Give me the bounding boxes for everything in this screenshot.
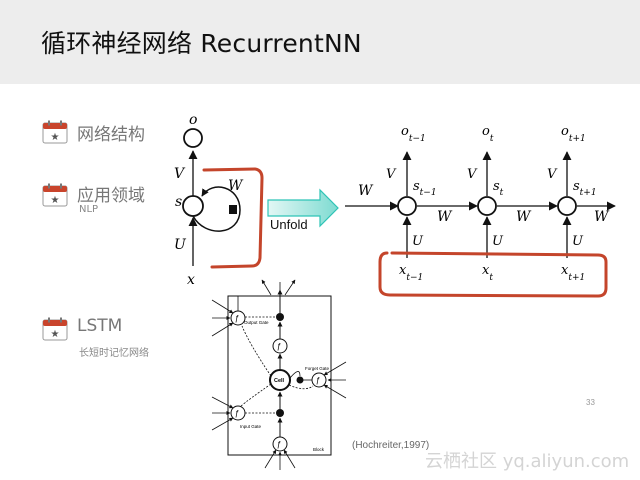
svg-text:V: V [467,167,478,182]
state-node [182,195,204,217]
bullet-sub-lstm: 长短时记忆网络 [79,348,149,359]
svg-text:ot+1: ot+1 [561,124,586,144]
time-step-t: ot V st U xt [467,124,504,283]
svg-text:U: U [412,234,424,249]
label-w-right: W [594,209,610,225]
svg-text:xt: xt [482,263,493,283]
label-V: V [174,166,186,182]
label-s: s [175,194,182,210]
delay-square [229,205,237,214]
svg-text:ƒ: ƒ [277,342,282,351]
svg-text:V: V [547,167,558,182]
bullet-label-lstm: LSTM [77,316,123,336]
lstm-block-label: Block [313,447,325,452]
recurrent-loop [192,186,241,232]
label-x: x [187,272,195,288]
svg-text:Cell: Cell [274,378,285,384]
svg-text:ot: ot [482,124,494,144]
output-node [183,128,203,148]
unfold-arrow [267,188,339,228]
svg-text:st: st [493,179,504,198]
calendar-star-icon: ★ [42,317,68,341]
highlight-loop-box [202,167,264,269]
page-number: 33 [586,398,595,407]
label-w-left: W [358,183,374,199]
svg-text:ƒ: ƒ [277,440,282,449]
citation: (Hochreiter,1997) [352,440,430,451]
label-W: W [228,178,244,194]
svg-text:xt+1: xt+1 [561,263,585,283]
label-w-mid2: W [516,209,532,225]
svg-text:U: U [492,234,504,249]
unfold-label: Unfold [270,217,308,232]
lstm-input-gate-label: Input Gate [240,424,262,429]
label-U: U [174,237,187,253]
bullet-sub-nlp: NLP [79,204,99,215]
highlight-input-box [378,251,608,298]
svg-text:ƒ: ƒ [316,376,321,385]
bullet-label-applications: 应用领域 [77,186,145,206]
time-step-t-plus-1: ot+1 V st+1 U xt+1 [547,124,597,283]
watermark: 云栖社区 yq.aliyun.com [425,451,630,472]
svg-text:U: U [572,234,584,249]
lstm-output-gate-label: Output Gate [244,320,269,325]
svg-text:★: ★ [51,329,60,340]
rnn-folded: o V s W U x [174,112,264,288]
header-bar [0,0,640,84]
label-w-mid1: W [437,209,453,225]
lstm-forget-gate-label: Forget Gate [305,366,330,371]
bullet-label-structure: 网络结构 [77,125,145,145]
svg-text:ƒ: ƒ [235,409,240,418]
lstm-diagram: ƒ Output Gate ƒ Cell ƒ Forget Gate [211,279,347,470]
label-o: o [189,112,197,128]
svg-text:st−1: st−1 [413,179,437,198]
svg-text:★: ★ [51,132,60,143]
calendar-star-icon: ★ [42,120,68,144]
svg-text:ƒ: ƒ [235,314,240,323]
time-step-t-minus-1: ot−1 V st−1 U xt−1 [386,124,437,283]
svg-text:ot−1: ot−1 [401,124,426,144]
svg-text:★: ★ [51,195,60,206]
slide-title: 循环神经网络 RecurrentNN [41,29,362,58]
svg-text:xt−1: xt−1 [399,263,423,283]
rnn-unrolled: W W W W ot−1 V st−1 U xt−1 ot V st U xt [345,124,616,298]
svg-text:st+1: st+1 [573,179,597,198]
svg-text:V: V [386,167,397,182]
calendar-star-icon: ★ [42,183,68,207]
